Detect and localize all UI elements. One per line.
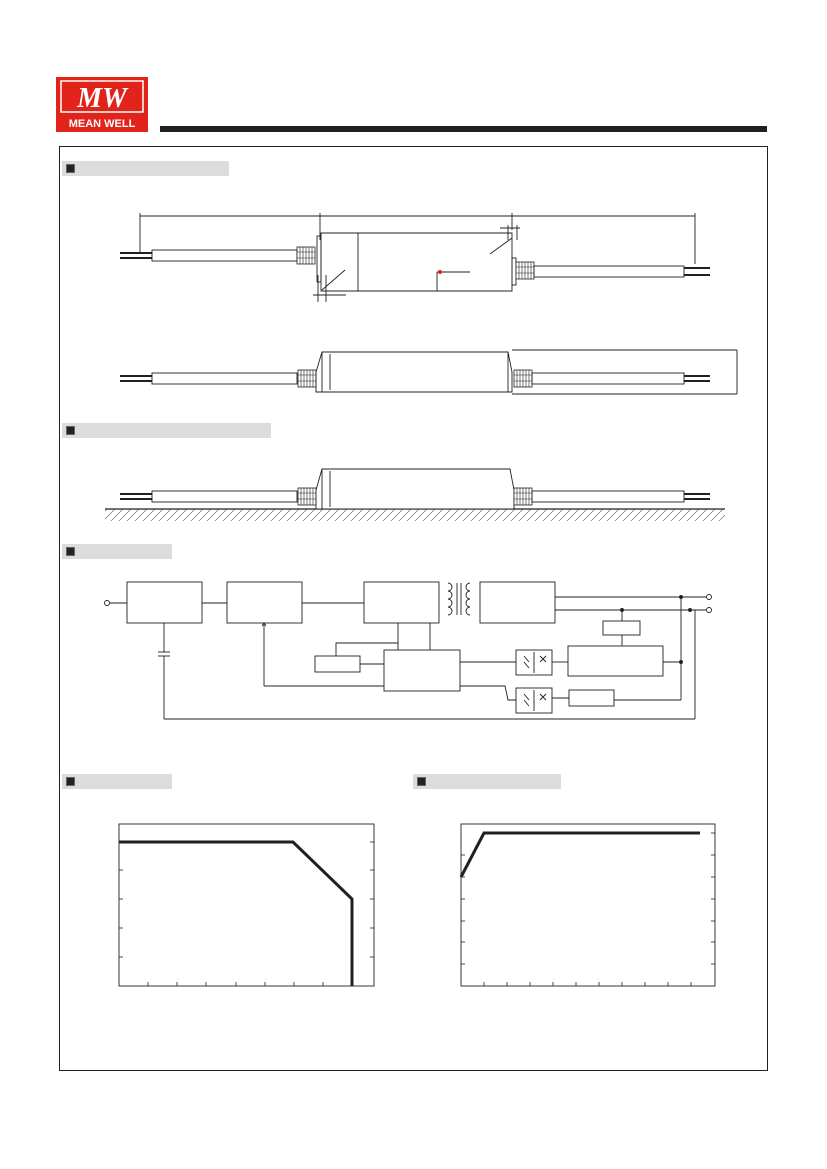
header-rule [160, 126, 767, 132]
mechanical-top-view [120, 213, 710, 302]
block-diagram [104, 581, 712, 720]
section-bar-block-diagram [62, 544, 172, 559]
black-square-icon [66, 547, 75, 556]
content-frame [59, 146, 768, 1071]
black-square-icon [417, 777, 426, 786]
black-square-icon [66, 164, 75, 173]
static-characteristics-chart [459, 823, 716, 987]
section-bar-installation [62, 423, 271, 438]
black-square-icon [66, 426, 75, 435]
section-bar-static [413, 774, 561, 789]
section-bar-mechanical [62, 161, 229, 176]
mean-well-logo: MW MEAN WELL [56, 77, 148, 132]
mechanical-side-view [120, 349, 738, 395]
section-bar-derating [62, 774, 172, 789]
svg-text:MEAN WELL: MEAN WELL [69, 118, 136, 130]
derating-curve-chart [118, 823, 375, 987]
installation-view [105, 468, 725, 521]
svg-text:MW: MW [76, 83, 129, 114]
black-square-icon [66, 777, 75, 786]
